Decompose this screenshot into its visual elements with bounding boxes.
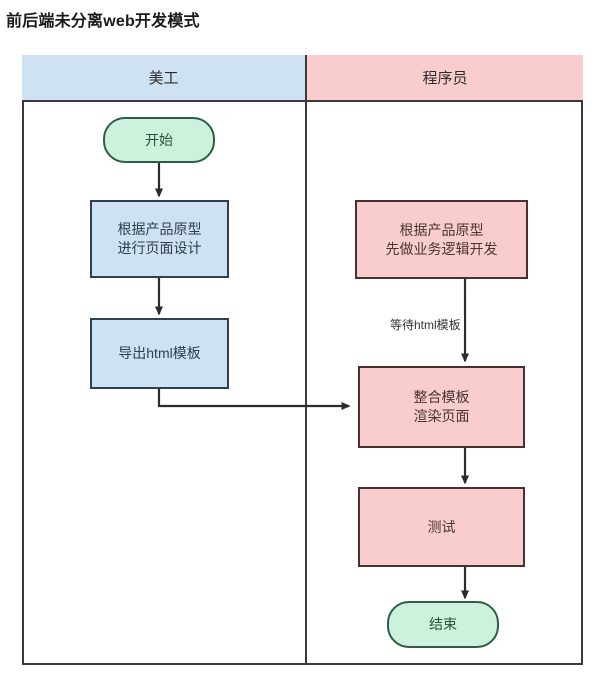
lane-divider bbox=[305, 55, 307, 665]
node-test[interactable]: 测试 bbox=[358, 487, 525, 567]
node-export-html-template[interactable]: 导出html模板 bbox=[90, 318, 229, 389]
page-title: 前后端未分离web开发模式 bbox=[6, 13, 200, 30]
node-design-pages[interactable]: 根据产品原型 进行页面设计 bbox=[90, 200, 229, 278]
node-integrate-template-render-page[interactable]: 整合模板 渲染页面 bbox=[358, 366, 525, 448]
node-end[interactable]: 结束 bbox=[387, 601, 499, 648]
node-start[interactable]: 开始 bbox=[103, 117, 215, 163]
swimlane-diagram: 美工 程序员 等待html模板 开始 根据产品原型 进行页面设计 导出html模… bbox=[22, 55, 583, 665]
edge-label-wait-html-template: 等待html模板 bbox=[387, 315, 464, 334]
node-business-logic-development[interactable]: 根据产品原型 先做业务逻辑开发 bbox=[355, 200, 528, 279]
lane-header-designer: 美工 bbox=[22, 55, 305, 102]
lane-header-programmer: 程序员 bbox=[307, 55, 583, 102]
